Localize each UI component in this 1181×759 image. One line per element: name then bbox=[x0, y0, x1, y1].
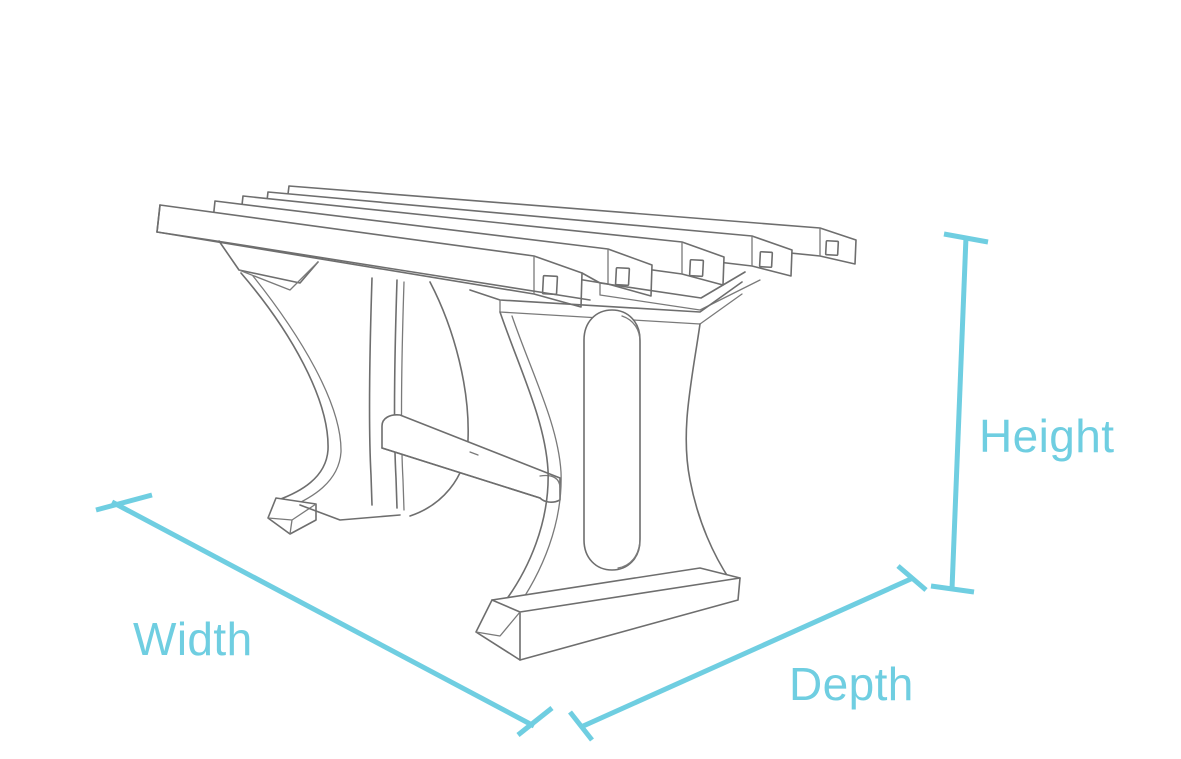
left-leg-lower-spread bbox=[299, 504, 401, 521]
width-start-tick bbox=[95, 492, 153, 513]
width-dimension-line bbox=[110, 499, 536, 729]
height-top-tick bbox=[943, 231, 989, 245]
stretcher-joint-notch bbox=[469, 451, 479, 456]
right-leg-slot-inner-highlight bbox=[617, 315, 641, 569]
left-leg-column-center-line bbox=[400, 281, 405, 511]
dimension-height[interactable]: Height bbox=[930, 231, 1114, 595]
stretcher-bottom-edge bbox=[381, 447, 541, 499]
apron-right-return bbox=[581, 271, 746, 299]
right-leg-left-curve-shadow bbox=[511, 315, 562, 613]
width-end-tick bbox=[516, 706, 554, 737]
dimension-width[interactable]: Width bbox=[95, 492, 554, 737]
left-leg-top-cleat-inner bbox=[238, 261, 319, 291]
slat-5-mortise bbox=[824, 239, 840, 257]
left-foot-inner bbox=[267, 503, 317, 535]
right-leg-left-curve bbox=[499, 311, 549, 609]
apron-right-under bbox=[599, 279, 761, 311]
bench-drawing bbox=[156, 185, 857, 661]
depth-start-tick bbox=[568, 710, 594, 742]
seat-slats-group bbox=[156, 185, 857, 308]
right-foot-left-bevel bbox=[475, 611, 521, 637]
left-leg-outer-curve-shadow bbox=[252, 275, 342, 509]
slat-2-mortise bbox=[614, 266, 631, 287]
left-leg-inner-arch bbox=[409, 281, 469, 517]
apron-front-edge bbox=[156, 231, 591, 301]
height-dimension-line bbox=[949, 236, 969, 590]
left-leg-top-cleat bbox=[218, 240, 319, 284]
stretcher-beam bbox=[381, 414, 561, 503]
right-leg-right-curve bbox=[685, 323, 731, 581]
depth-dimension-line bbox=[579, 575, 915, 730]
left-pedestal-leg bbox=[218, 240, 469, 535]
width-label: Width bbox=[133, 613, 253, 665]
right-leg-top-cleat bbox=[469, 281, 743, 313]
left-leg-column-right-edge bbox=[393, 279, 398, 509]
slat-4-mortise bbox=[758, 250, 774, 269]
seat-apron-group bbox=[156, 231, 761, 311]
left-leg-column-left-edge bbox=[368, 277, 373, 506]
dimension-depth[interactable]: Depth bbox=[568, 564, 928, 742]
stretcher-top-face bbox=[381, 414, 561, 503]
slat-3-mortise bbox=[688, 258, 705, 278]
depth-label: Depth bbox=[789, 658, 914, 710]
right-leg-slot-cutout bbox=[583, 309, 641, 571]
stretcher-end-cap bbox=[539, 474, 561, 489]
height-bottom-tick bbox=[930, 583, 975, 595]
depth-end-tick bbox=[896, 564, 928, 592]
right-pedestal-leg bbox=[469, 281, 743, 661]
left-leg-outer-curve bbox=[240, 272, 329, 501]
slat-1-mortise bbox=[541, 274, 559, 296]
left-foot bbox=[267, 497, 317, 535]
height-label: Height bbox=[979, 410, 1114, 462]
slat-1-left-endcap bbox=[156, 204, 161, 233]
right-foot bbox=[475, 567, 741, 661]
